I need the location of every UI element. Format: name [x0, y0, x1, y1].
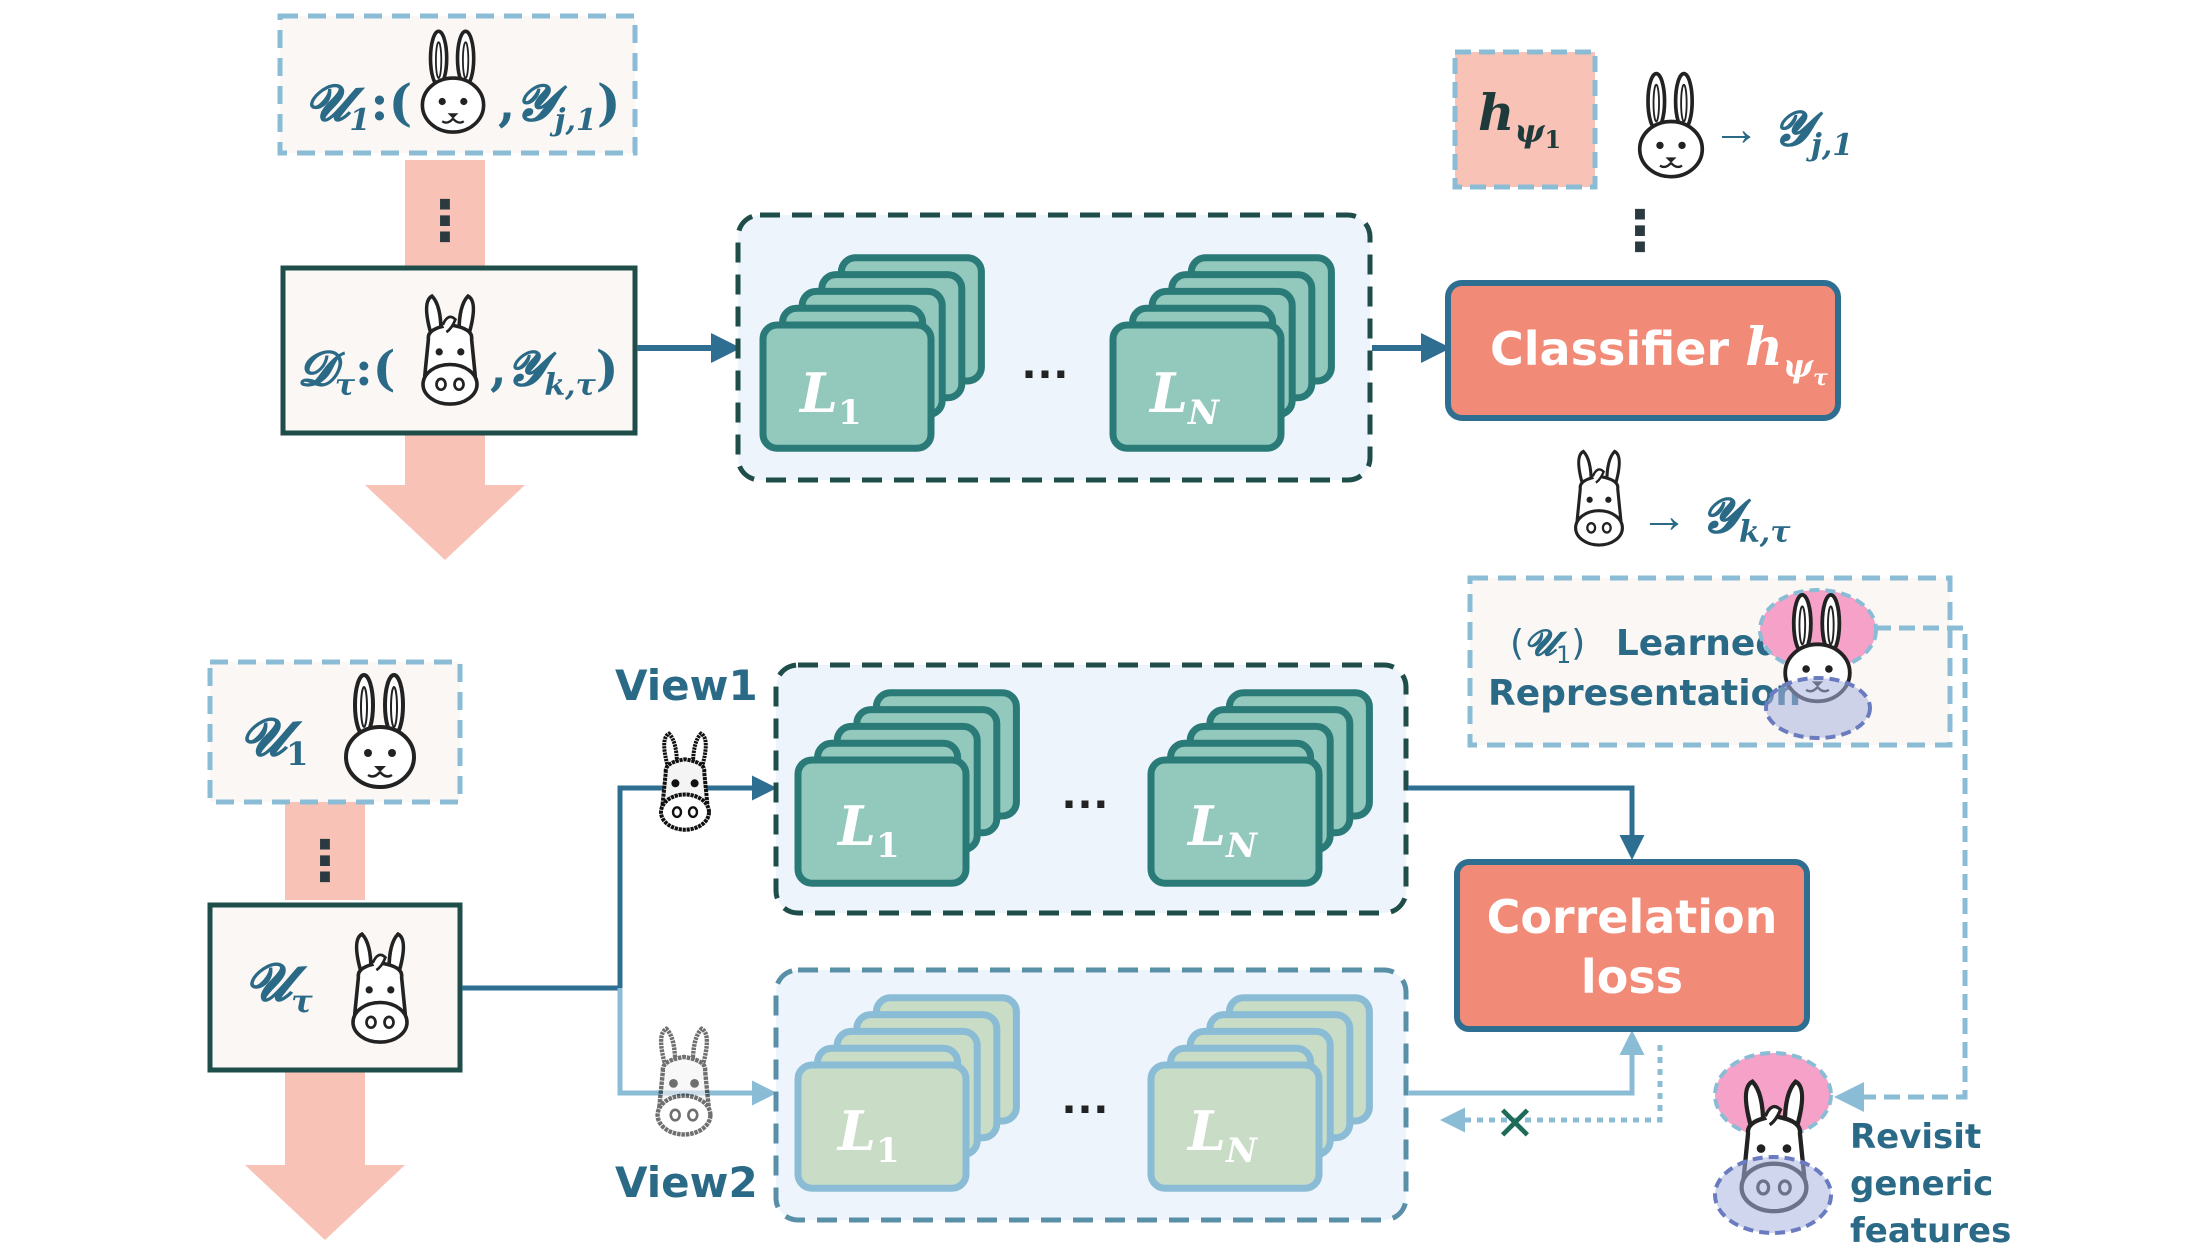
revisit-line2: generic [1850, 1164, 1993, 1204]
top-layer-dots: … [1020, 333, 1070, 389]
revisit-line1: Revisit [1850, 1117, 1981, 1157]
revisit-line3: features [1850, 1211, 2011, 1245]
memory-u-sub: 1 [1556, 641, 1571, 669]
revisit-face-highlight [1713, 1155, 1833, 1235]
classifier-text: Classifier [1490, 322, 1729, 376]
top-d-tail: :( [355, 341, 395, 397]
view2-layer-first: L [836, 1099, 876, 1163]
top-u1-close: ) [597, 73, 621, 132]
bottom-task-flow-arrow [245, 800, 405, 1240]
donkey-icon [1573, 449, 1625, 547]
pred-top-ysub: j,1 [1806, 128, 1853, 163]
memory-paren-close: ) [1571, 623, 1585, 664]
top-layer-first-sub: 1 [838, 393, 862, 433]
h-psi1-box [1452, 49, 1598, 190]
svg-text:,𝓨k,τ): ,𝓨k,τ) [490, 341, 619, 403]
svg-text:𝓓τ:(: 𝓓τ:( [298, 341, 395, 403]
top-ellipsis: ⋮ [417, 189, 473, 254]
view2-layer-last-sub: N [1225, 1131, 1259, 1171]
top-task-flow-arrow [365, 160, 525, 560]
revisit-feedback-arrow [1834, 625, 1968, 1112]
bottom-ellipsis: ⋮ [297, 829, 353, 894]
view2-layer-last: L [1186, 1099, 1226, 1163]
top-layer-last: L [1148, 361, 1188, 425]
view2-to-loss-arrow [1408, 1030, 1645, 1096]
svg-text:(𝓤1) Learned: (𝓤1) Learned [1510, 622, 1781, 669]
svg-text:hψ1: hψ1 [1478, 83, 1561, 154]
h-psi1-subsub: 1 [1544, 125, 1561, 154]
learned-representation-box [1467, 575, 1953, 748]
top-u1-ysub: j,1 [550, 103, 597, 138]
top-u1-sub: 1 [349, 103, 370, 138]
view1-label: View1 [615, 661, 758, 710]
svg-text:,𝓨j,1): ,𝓨j,1) [498, 73, 620, 138]
classifier-h: h [1745, 317, 1783, 378]
stop-gradient-arrow [1440, 1045, 1663, 1133]
svg-text:→ 𝓨k,τ: → 𝓨k,τ [1640, 488, 1791, 550]
correlation-line1: Correlation [1487, 890, 1778, 944]
svg-text:LN: LN [1186, 794, 1259, 866]
correlation-line2: loss [1581, 950, 1683, 1004]
view1-layer-dots: … [1060, 763, 1110, 819]
svg-text:L1: L1 [798, 361, 862, 433]
h-psi1-label: h [1478, 83, 1514, 142]
memory-representation: Representation [1488, 673, 1801, 714]
top-vdots: ⋮ [1612, 199, 1668, 264]
svg-text:L1: L1 [836, 794, 900, 866]
top-layer-last-sub: N [1187, 393, 1221, 433]
top-u1-tail: :( [370, 73, 412, 132]
view1-to-loss-arrow [1408, 785, 1645, 860]
view2-layer-dots: … [1060, 1068, 1110, 1124]
h-psi1-sub: ψ [1514, 112, 1545, 150]
view1-layer-first: L [836, 794, 876, 858]
svg-text:Classifier hψτ: Classifier hψτ [1490, 317, 1828, 391]
view2-layer-first-sub: 1 [876, 1131, 900, 1171]
view1-layer-last: L [1186, 794, 1226, 858]
memory-learned: Learned [1616, 623, 1781, 664]
pred-bottom-ysub: k,τ [1739, 515, 1791, 550]
bottom-utau-box [207, 902, 463, 1073]
revisit-ear-highlight [1713, 1051, 1833, 1139]
top-d-sub: τ [335, 368, 356, 403]
svg-text:L1: L1 [836, 1099, 900, 1171]
svg-text:LN: LN [1186, 1099, 1259, 1171]
top-d-ysub: k,τ [544, 368, 596, 403]
view1-layer-last-sub: N [1225, 826, 1259, 866]
classifier-box [1445, 280, 1841, 421]
classifier-sub: ψ [1783, 347, 1814, 385]
memory-paren-open: ( [1510, 623, 1524, 664]
view2-label: View2 [615, 1158, 758, 1207]
rabbit-icon [1637, 71, 1705, 179]
bottom-ut-sub: τ [291, 982, 313, 1020]
correlation-loss-box [1454, 859, 1810, 1032]
svg-text:𝓤τ: 𝓤τ [245, 952, 313, 1020]
view1-donkey-icon [661, 734, 709, 830]
memory-face-highlight [1764, 676, 1872, 740]
view1-layer-first-sub: 1 [876, 826, 900, 866]
bottom-u1-sub: 1 [286, 735, 308, 773]
classifier-subsub: τ [1813, 365, 1828, 391]
pred-bottom-arrow: → [1640, 490, 1688, 543]
top-layer-first: L [798, 361, 838, 425]
view1-branch-arrow [462, 775, 777, 991]
stop-gradient-cross-icon: ✕ [1495, 1098, 1535, 1151]
bottom-u1-box [207, 659, 463, 805]
svg-text:→ 𝓨j,1: → 𝓨j,1 [1712, 101, 1853, 163]
view2-branch-arrow [617, 988, 777, 1106]
svg-text:LN: LN [1148, 361, 1221, 433]
pred-top-arrow: → [1712, 103, 1760, 156]
top-d-close: ) [596, 341, 619, 397]
view2-donkey-icon [658, 1029, 711, 1135]
